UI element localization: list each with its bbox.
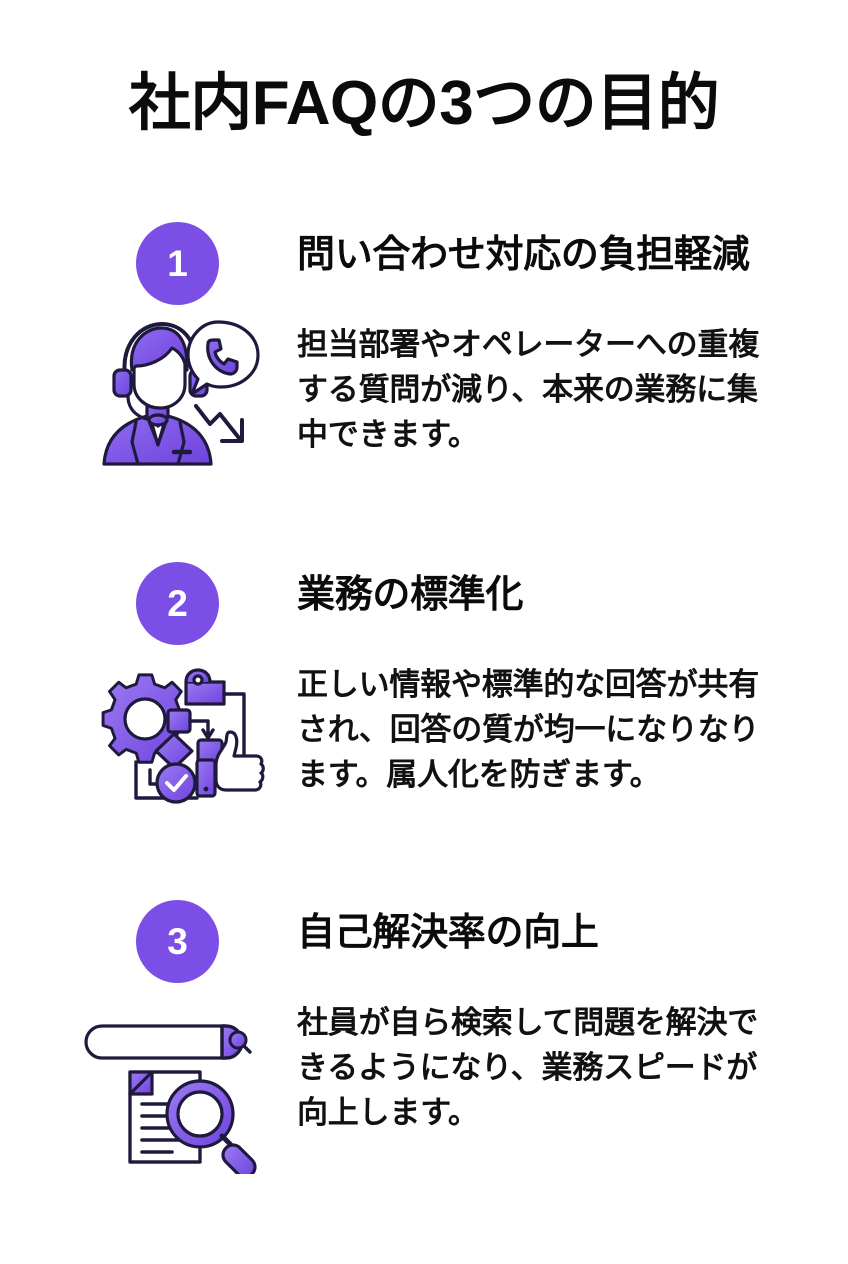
- benefit-heading-3: 自己解決率の向上: [297, 912, 599, 954]
- benefit-body-2: 正しい情報や標準的な回答が共有され、回答の質が均一になりなります。属人化を防ぎま…: [297, 667, 760, 792]
- page-title: 社内FAQの3つの目的: [128, 69, 720, 138]
- benefit-body-3: 社員が自ら検索して問題を解決できるようになり、業務スピードが向上します。: [297, 1005, 759, 1130]
- step-badge-2: 2: [136, 562, 219, 645]
- step-badge-1: 1: [136, 222, 219, 305]
- benefit-body-1: 担当部署やオペレーターへの重複する質問が減り、本来の業務に集中できます。: [297, 327, 759, 452]
- document-search-icon: [84, 1004, 280, 1174]
- step-badge-3: 3: [136, 900, 219, 983]
- benefit-heading-1: 問い合わせ対応の負担軽減: [297, 234, 750, 276]
- workflow-gear-thumbsup-icon: [92, 654, 274, 814]
- headset-operator-icon: [92, 314, 274, 474]
- benefit-heading-2: 業務の標準化: [297, 574, 524, 616]
